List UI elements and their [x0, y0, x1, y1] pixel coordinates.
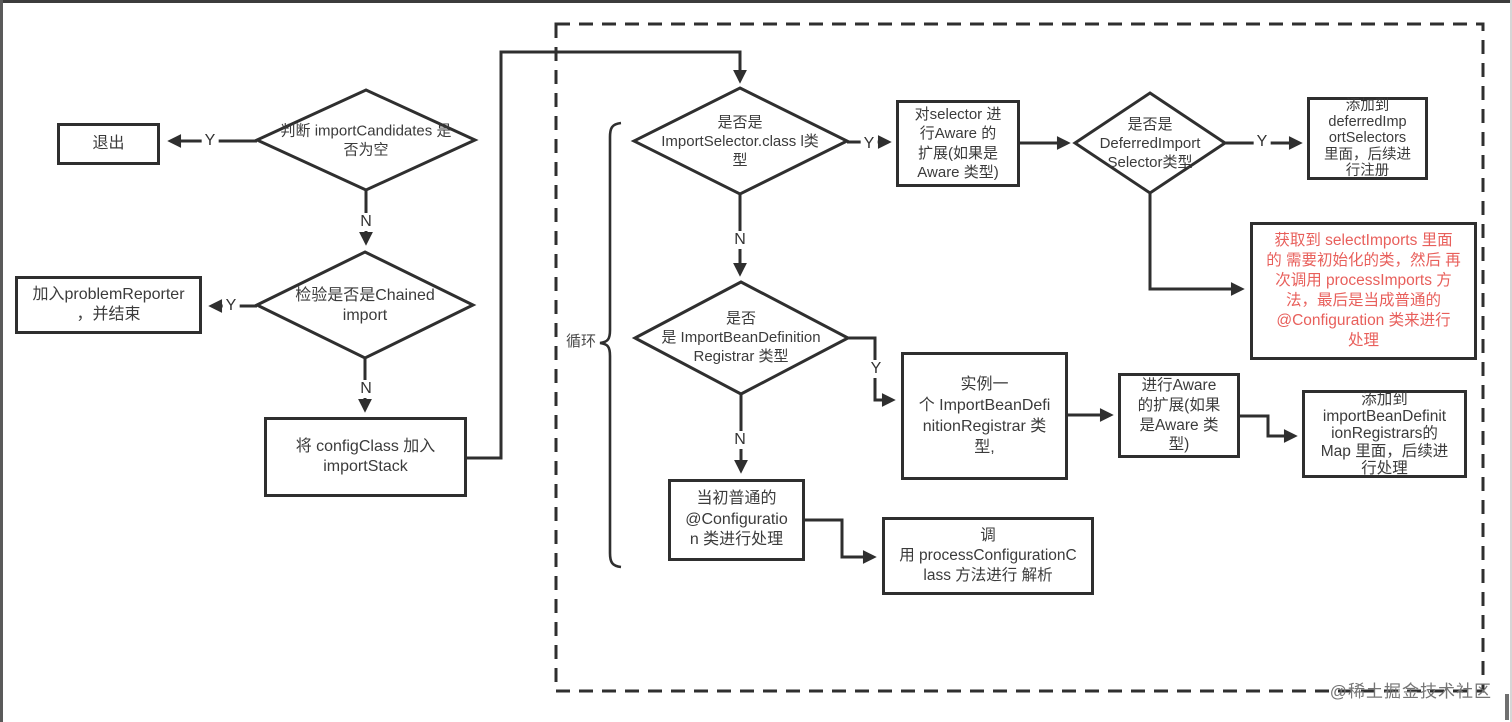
label-deferred-selector: 是否是 DeferredImport Selector类型: [1099, 115, 1201, 171]
conn-config-to-process: [805, 518, 877, 564]
diamond-deferred-selector: [1072, 91, 1228, 195]
label-chained-import: 检验是否是Chained import: [295, 287, 435, 324]
diamond-import-selector: [630, 86, 851, 196]
frame-left-edge: [0, 0, 3, 722]
diamond-chained-import: [253, 250, 477, 360]
label-import-selector: 是否是 ImportSelector.class l类 型: [661, 113, 819, 169]
frame-corner-mark: [1505, 694, 1509, 720]
diamond-registrar: [631, 280, 852, 396]
loop-brace: [599, 121, 622, 569]
node-registrar-instance: 实例一 个 ImportBeanDefi nitionRegistrar 类 型…: [901, 352, 1068, 480]
edge-label-yes: Y: [867, 360, 885, 378]
node-plain-config: 当初普通的 @Configuratio n 类进行处理: [668, 479, 805, 561]
loop-label: 循环: [565, 330, 598, 351]
node-aware-registrar: 进行Aware 的扩展(如果 是Aware 类 型): [1118, 373, 1240, 458]
node-problem-reporter: 加入problemReporter ，并结束: [15, 276, 202, 334]
node-process-config: 调 用 processConfigurationC lass 方法进行 解析: [882, 517, 1094, 595]
edge-label-no: N: [357, 380, 375, 398]
edge-label-yes: Y: [222, 297, 240, 315]
node-exit: 退出: [57, 123, 160, 165]
loop-dashed-region: [554, 22, 1485, 693]
diamond-judge-empty: [253, 88, 479, 192]
conn-stack-to-selector: [467, 50, 747, 460]
frame-right-edge: [1510, 0, 1512, 722]
edge-label-no: N: [357, 213, 375, 231]
watermark: @稀土掘金技术社区: [1329, 682, 1492, 701]
conn-deferred-to-note: [1148, 193, 1245, 296]
node-deferred-add: 添加到 deferredImp ortSelectors 里面，后续进 行注册: [1307, 97, 1428, 180]
conn-aware2-to-map: [1240, 414, 1298, 443]
frame-top-edge: [0, 0, 1512, 3]
node-map-add: 添加到 importBeanDefinit ionRegistrars的 Map…: [1302, 390, 1467, 478]
label-registrar: 是否 是 ImportBeanDefinition Registrar 类型: [661, 309, 821, 365]
edge-label-no: N: [731, 431, 749, 449]
edge-label-yes: Y: [860, 135, 878, 153]
node-import-stack: 将 configClass 加入 importStack: [264, 417, 467, 497]
node-aware-selector: 对selector 进 行Aware 的 扩展(如果是 Aware 类型): [896, 100, 1020, 187]
edge-label-yes: Y: [201, 132, 219, 150]
node-select-imports-note: 获取到 selectImports 里面 的 需要初始化的类，然后 再 次调用 …: [1250, 222, 1477, 360]
edge-label-yes: Y: [1253, 133, 1271, 151]
edge-label-no: N: [731, 231, 749, 249]
label-judge-empty: 判断 importCandidates 是 否为空: [280, 122, 452, 158]
